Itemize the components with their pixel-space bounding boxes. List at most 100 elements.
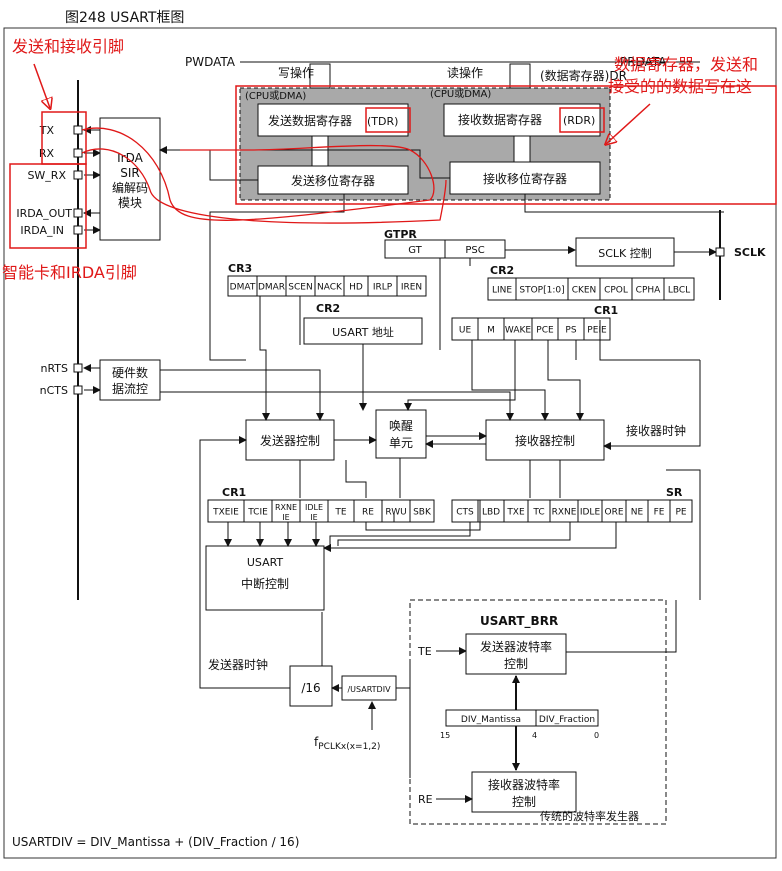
- cr1-top-bit: PEIE: [587, 326, 607, 336]
- pwdata-label: PWDATA: [185, 55, 236, 69]
- pin-tx: [73, 125, 83, 135]
- tx-control-label: 发送器控制: [260, 433, 320, 448]
- tx-control-block: [245, 419, 335, 461]
- data-register-dr-label: (数据寄存器)DR: [540, 68, 627, 83]
- write-op-label: 写操作: [278, 65, 314, 80]
- cr2-bit: STOP[1:0]: [519, 286, 564, 296]
- cr2-cell: [663, 277, 695, 301]
- div-fraction-label: DIV_Fraction: [539, 715, 595, 725]
- figure-title: 图248 USART框图: [65, 10, 184, 26]
- annotation-tx-rx: 发送和接收引脚: [12, 37, 124, 56]
- annotation-tx-path: [81, 127, 435, 221]
- cr1-bottom-bit: RXNE: [275, 503, 297, 512]
- bit-4: 4: [532, 731, 537, 740]
- cr2-bit: CPOL: [604, 286, 628, 296]
- div16-block: [289, 665, 333, 707]
- sr-cell: [669, 499, 693, 523]
- cr3-title: CR3: [228, 262, 252, 275]
- wakeup-line-1: 唤醒: [389, 419, 413, 433]
- tdr-highlight: [365, 107, 411, 133]
- cr3-bit: DMAT: [230, 283, 256, 293]
- cr1-bottom-bit: RE: [362, 508, 374, 518]
- irda-line-4: 模块: [118, 196, 142, 210]
- bit-0: 0: [594, 731, 599, 740]
- rx-baud-line-1: 接收器波特率: [488, 777, 560, 792]
- cr1-top-bit: WAKE: [505, 326, 531, 336]
- annotation-data-reg-arrow: [606, 103, 651, 144]
- pin-ncts: [73, 385, 83, 395]
- sr-bit: ORE: [604, 508, 623, 518]
- tx-baud-line-1: 发送器波特率: [480, 639, 552, 654]
- red-annotations: 发送和接收引脚 智能卡和IRDA引脚 数据寄存器，发送和 接受的的数据写在这: [2, 37, 777, 282]
- brr-title: USART_BRR: [480, 614, 558, 629]
- pin-sclk: [715, 247, 725, 257]
- rx-control-block: [485, 419, 605, 461]
- cr1-bottom-bit: IDLE: [305, 503, 323, 512]
- usartdiv-formula: USARTDIV = DIV_Mantissa + (DIV_Fraction …: [12, 835, 299, 849]
- annotation-irda: 智能卡和IRDA引脚: [2, 263, 137, 282]
- data-register-highlight: [235, 85, 777, 205]
- hw-flow-block: [99, 359, 161, 401]
- rx-shift-register: [449, 161, 601, 195]
- gtpr-title: GTPR: [384, 228, 417, 241]
- sr-bit: PE: [675, 508, 686, 518]
- sr-title: SR: [666, 486, 683, 499]
- tx-baud-line-2: 控制: [504, 657, 528, 671]
- rdr-label: 接收数据寄存器: [458, 112, 542, 127]
- cr3-bit: DMAR: [258, 283, 285, 293]
- cr2-bit: CPHA: [636, 286, 661, 296]
- pin-rx-label: RX: [39, 147, 55, 160]
- prdata-label: PRDATA: [620, 55, 667, 69]
- wakeup-block: [375, 409, 427, 459]
- irda-line-3: 编解码: [112, 180, 148, 195]
- pin-irda-in-label: IRDA_IN: [20, 224, 64, 237]
- wakeup-line-2: 单元: [389, 436, 413, 450]
- sclk-control-label: SCLK 控制: [598, 246, 652, 260]
- cr1-top-title: CR1: [594, 304, 618, 317]
- pin-sw-rx-label: SW_RX: [27, 169, 66, 182]
- cr1-top-bit: PCE: [536, 326, 554, 336]
- brr-te-label: TE: [417, 645, 432, 658]
- sr-bit: RXNE: [552, 508, 577, 518]
- interrupt-block: [205, 545, 325, 611]
- read-op-arrow: [509, 63, 531, 89]
- brr-re-label: RE: [418, 793, 433, 806]
- sr-bit: LBD: [482, 508, 500, 518]
- rx-shift-label: 接收移位寄存器: [483, 171, 567, 186]
- bit-15: 15: [440, 731, 450, 740]
- pin-ncts-label: nCTS: [40, 384, 68, 397]
- rx-baud-block: [471, 771, 577, 813]
- cr3-bit: SCEN: [288, 283, 312, 293]
- gtpr-psc-label: PSC: [465, 245, 484, 256]
- pin-rx: [73, 148, 83, 158]
- rdr-highlight: [559, 107, 605, 133]
- rdr-box: [443, 103, 601, 137]
- cr2-bit: LBCL: [668, 286, 690, 296]
- cr2-addr-title: CR2: [316, 302, 340, 315]
- tdr-to-shift-arrow: [311, 135, 329, 167]
- sr-bit: NE: [631, 508, 644, 518]
- pin-irda-out-label: IRDA_OUT: [16, 207, 72, 220]
- rx-baud-line-2: 控制: [512, 795, 536, 809]
- rx-control-label: 接收器控制: [515, 433, 575, 448]
- irda-pins-highlight: [9, 163, 87, 249]
- irda-line-2: SIR: [120, 166, 140, 180]
- irda-line-1: IrDA: [117, 151, 144, 165]
- cr1-top-bit: M: [487, 326, 495, 336]
- sr-bit: TC: [532, 508, 544, 518]
- cpu-dma-left: (CPU或DMA): [245, 90, 306, 102]
- pin-sw-rx: [73, 170, 83, 180]
- cr1-top-cell: [583, 317, 611, 341]
- cr1-bottom-bit: TCIE: [247, 508, 268, 518]
- tx-clock-label: 发送器时钟: [208, 657, 268, 672]
- read-op-label: 读操作: [447, 65, 483, 80]
- fpclk-label: fPCLKx(x=1,2): [314, 735, 380, 752]
- cr1-bottom-bit: RWU: [385, 508, 406, 518]
- cr1-bottom-bit: SBK: [413, 508, 432, 518]
- gtpr-gt-label: GT: [408, 245, 422, 256]
- write-op-arrow: [309, 63, 331, 89]
- cr1-bottom-bit: IE: [310, 513, 317, 522]
